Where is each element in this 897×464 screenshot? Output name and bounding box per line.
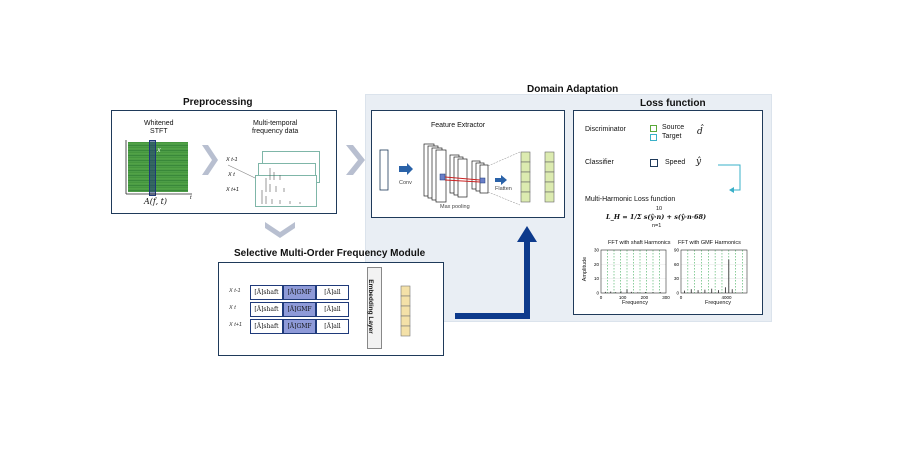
smofm-cell: [Ã]shaft [250, 319, 283, 334]
y-tick-label: 0 [676, 291, 679, 296]
loss-function-panel [573, 110, 763, 315]
feature-extractor-title: Feature Extractor [431, 122, 486, 129]
frame-label-current: X t [228, 172, 235, 178]
y-tick-label: 60 [674, 262, 680, 267]
maxpool-label: Max pooling [440, 204, 470, 210]
feature-extractor-panel [371, 110, 565, 218]
classifier-label: Classifier [585, 159, 614, 166]
multi-temporal-label: Multi-temporal frequency data [252, 120, 299, 135]
chevron-right-icon [346, 145, 365, 175]
domain-adaptation-title: Domain Adaptation [527, 84, 619, 95]
smofm-cell: [Ã]all [316, 319, 349, 334]
x-tick-label: 0 [680, 295, 683, 300]
arrow-right-icon [399, 163, 413, 175]
preprocessing-title: Preprocessing [183, 97, 253, 108]
smofm-row-label: X t [229, 305, 236, 311]
speed-label: Speed [665, 159, 686, 166]
smofm-cell: [Ã]all [316, 302, 349, 317]
frame-front [255, 175, 317, 207]
smofm-cell: [Ã]GMF [283, 302, 316, 317]
chevron-right-icon [202, 145, 218, 175]
x-tick-label: 200 [641, 295, 649, 300]
y-tick-label: 90 [674, 248, 680, 253]
y-tick-label: 0 [596, 291, 599, 296]
stft-spectrogram: X [128, 140, 188, 196]
flatten-label: Flatten [495, 186, 512, 192]
speed-swatch [650, 159, 658, 167]
stft-label: Whitened STFT [144, 120, 174, 135]
stft-marker: X [157, 148, 161, 154]
y-tick-label: 30 [674, 276, 680, 281]
conv-label: Conv [399, 180, 412, 186]
smofm-row-label: X t-1 [229, 288, 241, 294]
frame-label-next: X t+1 [226, 187, 239, 193]
chart-gmf-title: FFT with GMF Harmonics [678, 240, 741, 246]
loss-function-title: Loss function [640, 98, 706, 109]
embedding-layer-box [367, 267, 382, 349]
source-swatch [650, 125, 657, 132]
y-tick-label: 30 [594, 248, 600, 253]
x-tick-label: 300 [662, 295, 670, 300]
arrow-right-icon [495, 175, 507, 185]
target-label: Target [662, 133, 682, 140]
x-tick-label: 4000 [722, 295, 733, 300]
input-layer [379, 149, 389, 191]
smofm-row-label: X t+1 [229, 322, 242, 328]
arrow-up-icon [455, 240, 530, 319]
smofm-cell: [Ã]shaft [250, 302, 283, 317]
chart-shaft-xlabel: Frequency [622, 300, 648, 306]
multi-harmonic-title: Multi-Harmonic Loss function [585, 196, 676, 203]
source-label: Source [662, 124, 685, 131]
chart-shaft-title: FFT with shaft Harmonics [608, 240, 671, 246]
x-tick-label: 100 [619, 295, 627, 300]
smofm-cell: [Ã]shaft [250, 285, 283, 300]
chevron-down-icon [265, 222, 295, 238]
sum-upper: 10 [656, 206, 663, 212]
frame-label-prev: X t-1 [226, 157, 238, 163]
stft-highlight-column [149, 140, 156, 196]
discriminator-label: Discriminator [585, 126, 626, 133]
domain-symbol: d̂ [697, 127, 703, 137]
smofm-cell: [Ã]GMF [283, 285, 316, 300]
speed-symbol: ŷ [696, 157, 702, 167]
target-swatch [650, 134, 657, 141]
stft-t-axis: t [190, 195, 192, 201]
chart-gmf-xlabel: Frequency [705, 300, 731, 306]
plot-frame [680, 249, 748, 294]
x-tick-label: 0 [600, 295, 603, 300]
plot-frame [600, 249, 667, 294]
selective-module-title: Selective Multi-Order Frequency Module [234, 248, 426, 259]
smofm-cell: [Ã]GMF [283, 319, 316, 334]
y-tick-label: 10 [594, 276, 600, 281]
y-tick-label: 20 [594, 262, 600, 267]
stft-formula: A(f, t) [144, 197, 167, 206]
smofm-cell: [Ã]all [316, 285, 349, 300]
sum-lower: n=1 [652, 223, 662, 229]
multi-harmonic-formula: L_H = 1/Σ s(ŷ·n) + s(ŷ·n·68) [606, 213, 707, 221]
